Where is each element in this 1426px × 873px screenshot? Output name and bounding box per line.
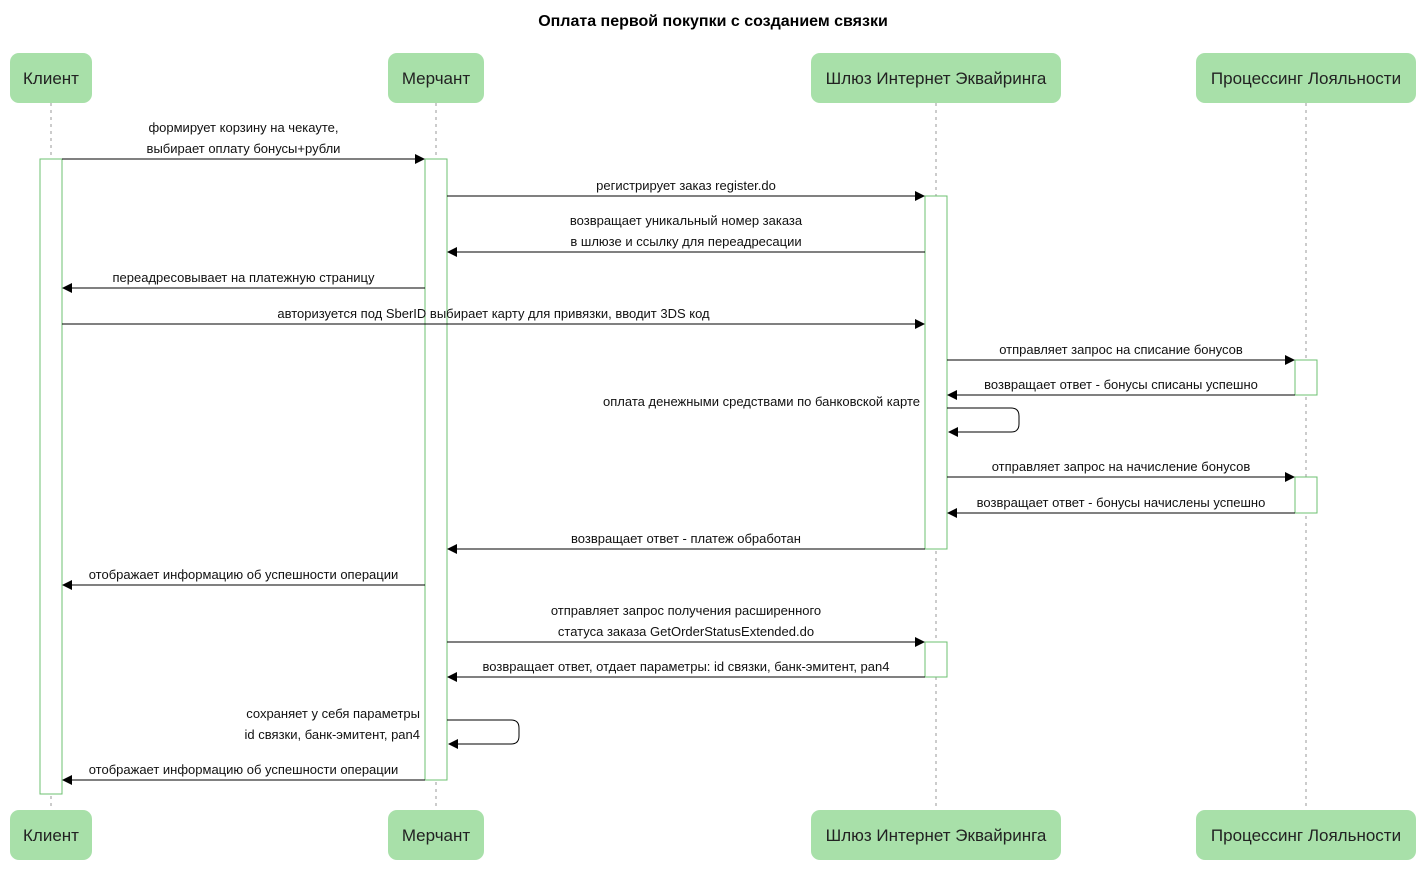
message-label: отправляет запрос на списание бонусов — [999, 342, 1243, 357]
message-label: отображает информацию об успешности опер… — [89, 762, 399, 777]
participant-label: Мерчант — [402, 69, 471, 88]
activation-merchant — [424, 158, 448, 781]
message-label: отправляет запрос на начисление бонусов — [992, 459, 1251, 474]
message-5: авторизуется под SberID выбирает карту д… — [62, 306, 925, 329]
message-1: формирует корзину на чекауте, выбирает оп… — [62, 120, 425, 164]
participants-top: Клиент Мерчант Шлюз Интернет Эквайринга … — [10, 53, 1416, 103]
activation-loyalty-debit — [1294, 359, 1318, 396]
participant-label: Клиент — [23, 826, 79, 845]
message-label: возвращает ответ - бонусы начислены успе… — [977, 495, 1266, 510]
message-label: возвращает ответ - платеж обработан — [571, 531, 801, 546]
message-label: авторизуется под SberID выбирает карту д… — [277, 306, 710, 321]
message-label: выбирает оплату бонусы+рубли — [147, 141, 341, 156]
message-4: переадресовывает на платежную страницу — [62, 270, 425, 293]
message-label: id связки, банк-эмитент, pan4 — [245, 727, 420, 742]
message-8: оплата денежными средствами по банковско… — [603, 394, 1020, 437]
message-6: отправляет запрос на списание бонусов — [947, 342, 1295, 365]
participant-label: Клиент — [23, 69, 79, 88]
message-11: возвращает ответ - платеж обработан — [447, 531, 925, 554]
message-label: возвращает ответ, отдает параметры: id с… — [483, 659, 890, 674]
participant-gateway-top: Шлюз Интернет Эквайринга — [811, 53, 1061, 103]
participant-label: Мерчант — [402, 826, 471, 845]
participant-client-bottom: Клиент — [10, 810, 92, 860]
participant-label: Шлюз Интернет Эквайринга — [826, 69, 1047, 88]
activation-gateway-status — [924, 641, 948, 678]
message-9: отправляет запрос на начисление бонусов — [947, 459, 1295, 482]
message-label: переадресовывает на платежную страницу — [112, 270, 375, 285]
message-label: возвращает ответ - бонусы списаны успешн… — [984, 377, 1258, 392]
message-label: возвращает уникальный номер заказа — [570, 213, 803, 228]
participants-bottom: Клиент Мерчант Шлюз Интернет Эквайринга … — [10, 810, 1416, 860]
message-label: регистрирует заказ register.do — [596, 178, 776, 193]
participant-loyalty-bottom: Процессинг Лояльности — [1196, 810, 1416, 860]
participant-merchant-bottom: Мерчант — [388, 810, 484, 860]
participant-label: Процессинг Лояльности — [1211, 826, 1401, 845]
message-14: возвращает ответ, отдает параметры: id с… — [447, 659, 925, 682]
participant-label: Шлюз Интернет Эквайринга — [826, 826, 1047, 845]
activation-bars — [39, 158, 1318, 795]
participant-loyalty-top: Процессинг Лояльности — [1196, 53, 1416, 103]
message-12: отображает информацию об успешности опер… — [62, 567, 425, 590]
message-10: возвращает ответ - бонусы начислены успе… — [947, 495, 1295, 518]
activation-client — [39, 158, 63, 795]
message-2: регистрирует заказ register.do — [447, 178, 925, 201]
diagram-title: Оплата первой покупки с созданием связки — [538, 13, 888, 30]
message-label: отправляет запрос получения расширенного — [551, 603, 821, 618]
message-label: в шлюзе и ссылку для переадресации — [570, 234, 801, 249]
lifelines — [50, 103, 1307, 808]
participant-client-top: Клиент — [10, 53, 92, 103]
participant-gateway-bottom: Шлюз Интернет Эквайринга — [811, 810, 1061, 860]
messages: формирует корзину на чекауте, выбирает оп… — [62, 120, 1295, 785]
message-label: формирует корзину на чекауте, — [148, 120, 338, 135]
message-label: сохраняет у себя параметры — [246, 706, 420, 721]
activation-loyalty-credit — [1294, 476, 1318, 514]
message-arrow — [447, 719, 520, 749]
activation-gateway-main — [924, 195, 948, 550]
message-15: сохраняет у себя параметры id связки, бан… — [245, 706, 520, 749]
message-label: статуса заказа GetOrderStatusExtended.do — [558, 624, 814, 639]
participant-merchant-top: Мерчант — [388, 53, 484, 103]
message-3: возвращает уникальный номер заказа в шлюз… — [447, 213, 925, 257]
message-7: возвращает ответ - бонусы списаны успешн… — [947, 377, 1295, 400]
message-label: отображает информацию об успешности опер… — [89, 567, 399, 582]
message-label: оплата денежными средствами по банковско… — [603, 394, 920, 409]
message-13: отправляет запрос получения расширенного… — [447, 603, 925, 647]
message-arrow — [947, 407, 1020, 437]
participant-label: Процессинг Лояльности — [1211, 69, 1401, 88]
message-16: отображает информацию об успешности опер… — [62, 762, 425, 785]
